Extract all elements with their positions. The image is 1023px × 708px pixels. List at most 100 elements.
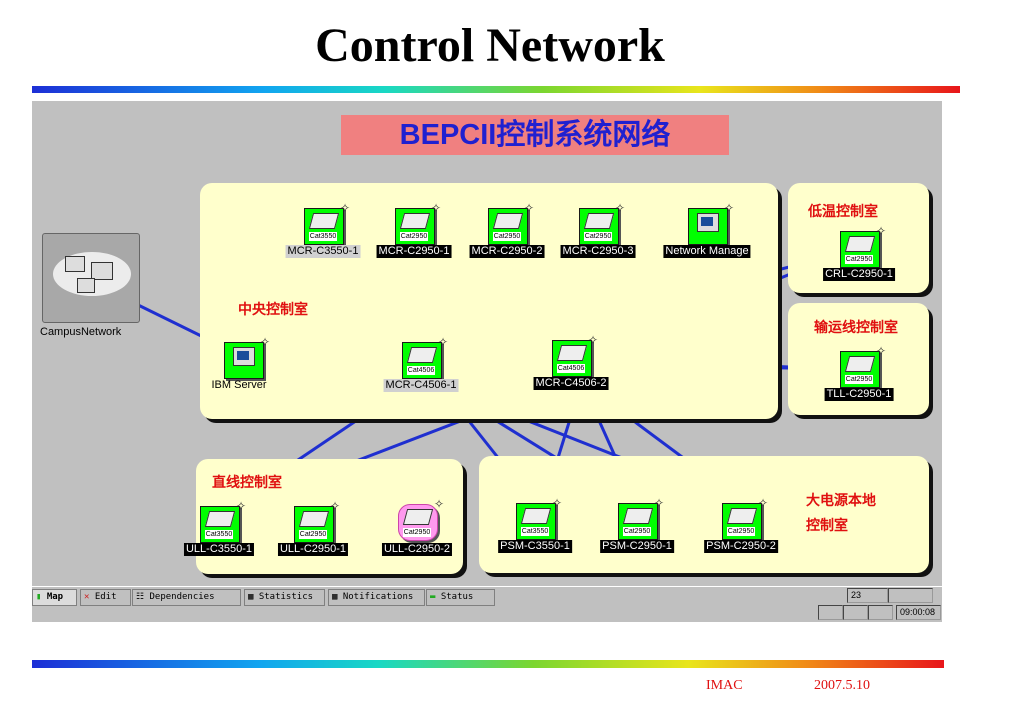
table-icon: ▦ <box>332 592 338 602</box>
status-cell <box>843 605 868 620</box>
tab-label: Dependencies <box>149 592 215 602</box>
object-count: 23 <box>847 588 888 603</box>
switch-icon: Cat3550 <box>516 503 556 540</box>
workstation-icon <box>688 208 728 245</box>
clock: 09:00:08 <box>896 605 941 620</box>
node-label: ULL-C2950-2 <box>381 543 453 556</box>
node-label: PSM-C2950-2 <box>704 540 778 553</box>
node-label: Network Manage <box>663 245 751 258</box>
node-label: MCR-C2950-1 <box>376 245 452 258</box>
star-icon: ✧ <box>758 496 769 510</box>
model-tag: Cat2950 <box>493 232 521 241</box>
tab-map[interactable]: ▮ Map <box>32 589 77 606</box>
tab-label: Notifications <box>342 592 414 602</box>
room-label-linac: 直线控制室 <box>212 475 282 491</box>
switch-icon: Cat3550 <box>200 506 240 543</box>
node-label: MCR-C2950-3 <box>560 245 636 258</box>
star-icon: ✧ <box>236 499 247 513</box>
footer-org: IMAC <box>706 678 743 693</box>
star-icon: ✧ <box>876 344 887 358</box>
tab-status[interactable]: ▬ Status <box>426 589 495 606</box>
switch-icon: Cat2950 <box>398 504 438 541</box>
node-label: MCR-C3550-1 <box>285 245 361 258</box>
node-label: MCR-C4506-1 <box>383 379 459 392</box>
model-tag: Cat2950 <box>400 232 428 241</box>
node-label: CRL-C2950-1 <box>823 268 895 281</box>
star-icon: ✧ <box>330 499 341 513</box>
server-icon <box>224 342 264 379</box>
statusbar: ▮ Map ✕ Edit ☷ Dependencies ▦ Statistics… <box>32 586 942 622</box>
campus-network-icon[interactable] <box>42 233 140 323</box>
campus-network-label: CampusNetwork <box>40 326 122 338</box>
map-banner: BEPCII控制系统网络 <box>341 115 729 155</box>
switch-icon: Cat2950 <box>722 503 762 540</box>
node-label: ULL-C2950-1 <box>277 543 349 556</box>
node-label: PSM-C2950-1 <box>600 540 674 553</box>
model-tag: Cat4506 <box>407 366 435 375</box>
model-tag: Cat2950 <box>623 527 651 536</box>
node-label: ULL-C3550-1 <box>183 543 255 556</box>
model-tag: Cat2950 <box>584 232 612 241</box>
switch-icon: Cat2950 <box>294 506 334 543</box>
slide-title: Control Network <box>315 19 665 72</box>
node-label: MCR-C4506-2 <box>533 377 609 390</box>
tab-label: Statistics <box>258 592 314 602</box>
computer-icon <box>77 278 95 293</box>
model-tag: Cat3550 <box>521 527 549 536</box>
star-icon: ✧ <box>654 496 665 510</box>
switch-icon: Cat4506 <box>552 340 592 377</box>
footer-date: 2007.5.10 <box>814 678 870 693</box>
node-label: IBM Server <box>211 379 267 391</box>
star-icon: ✧ <box>724 201 735 215</box>
switch-icon: Cat2950 <box>488 208 528 245</box>
map-icon: ▮ <box>36 592 42 602</box>
network-map[interactable]: BEPCII控制系统网络 CampusNetwork 中央控制室 低温控制室 输… <box>32 101 942 586</box>
model-tag: Cat4506 <box>557 364 585 373</box>
star-icon: ✧ <box>434 497 445 511</box>
room-label-transport: 输运线控制室 <box>814 320 898 336</box>
switch-icon: Cat2950 <box>840 231 880 268</box>
room-label-central: 中央控制室 <box>238 302 308 318</box>
switch-icon: Cat4506 <box>402 342 442 379</box>
star-icon: ✧ <box>588 333 599 347</box>
switch-icon: Cat2950 <box>840 351 880 388</box>
star-icon: ✧ <box>438 335 449 349</box>
status-cell <box>818 605 843 620</box>
star-icon: ✧ <box>615 201 626 215</box>
table-icon: ▦ <box>248 592 254 602</box>
model-tag: Cat2950 <box>299 530 327 539</box>
computer-icon <box>91 262 113 280</box>
edit-icon: ✕ <box>84 592 90 602</box>
status-icon: ▬ <box>430 592 436 602</box>
node-label: MCR-C2950-2 <box>469 245 545 258</box>
tab-statistics[interactable]: ▦ Statistics <box>244 589 325 606</box>
node-label: TLL-C2950-1 <box>824 388 894 401</box>
tab-label: Edit <box>94 592 117 602</box>
switch-icon: Cat2950 <box>618 503 658 540</box>
star-icon: ✧ <box>876 224 887 238</box>
model-tag: Cat3550 <box>205 530 233 539</box>
tab-edit[interactable]: ✕ Edit <box>80 589 131 606</box>
star-icon: ✧ <box>260 335 271 349</box>
model-tag: Cat2950 <box>727 527 755 536</box>
tab-label: Status <box>440 592 474 602</box>
bottom-rainbow-bar <box>32 660 944 668</box>
switch-icon: Cat2950 <box>579 208 619 245</box>
model-tag: Cat2950 <box>403 528 431 537</box>
room-label-power-b: 控制室 <box>806 518 848 534</box>
network-map-window: BEPCII控制系统网络 CampusNetwork 中央控制室 低温控制室 输… <box>32 101 942 622</box>
star-icon: ✧ <box>524 201 535 215</box>
star-icon: ✧ <box>431 201 442 215</box>
tree-icon: ☷ <box>136 592 145 602</box>
tab-notifications[interactable]: ▦ Notifications <box>328 589 425 606</box>
star-icon: ✧ <box>552 496 563 510</box>
tab-dependencies[interactable]: ☷ Dependencies <box>132 589 241 606</box>
room-label-power-a: 大电源本地 <box>806 493 876 509</box>
model-tag: Cat3550 <box>309 232 337 241</box>
tab-label: Map <box>46 592 64 602</box>
switch-icon: Cat2950 <box>395 208 435 245</box>
computer-icon <box>65 256 85 272</box>
status-cell <box>868 605 893 620</box>
node-label: PSM-C3550-1 <box>498 540 572 553</box>
room-label-cryo: 低温控制室 <box>808 204 878 220</box>
